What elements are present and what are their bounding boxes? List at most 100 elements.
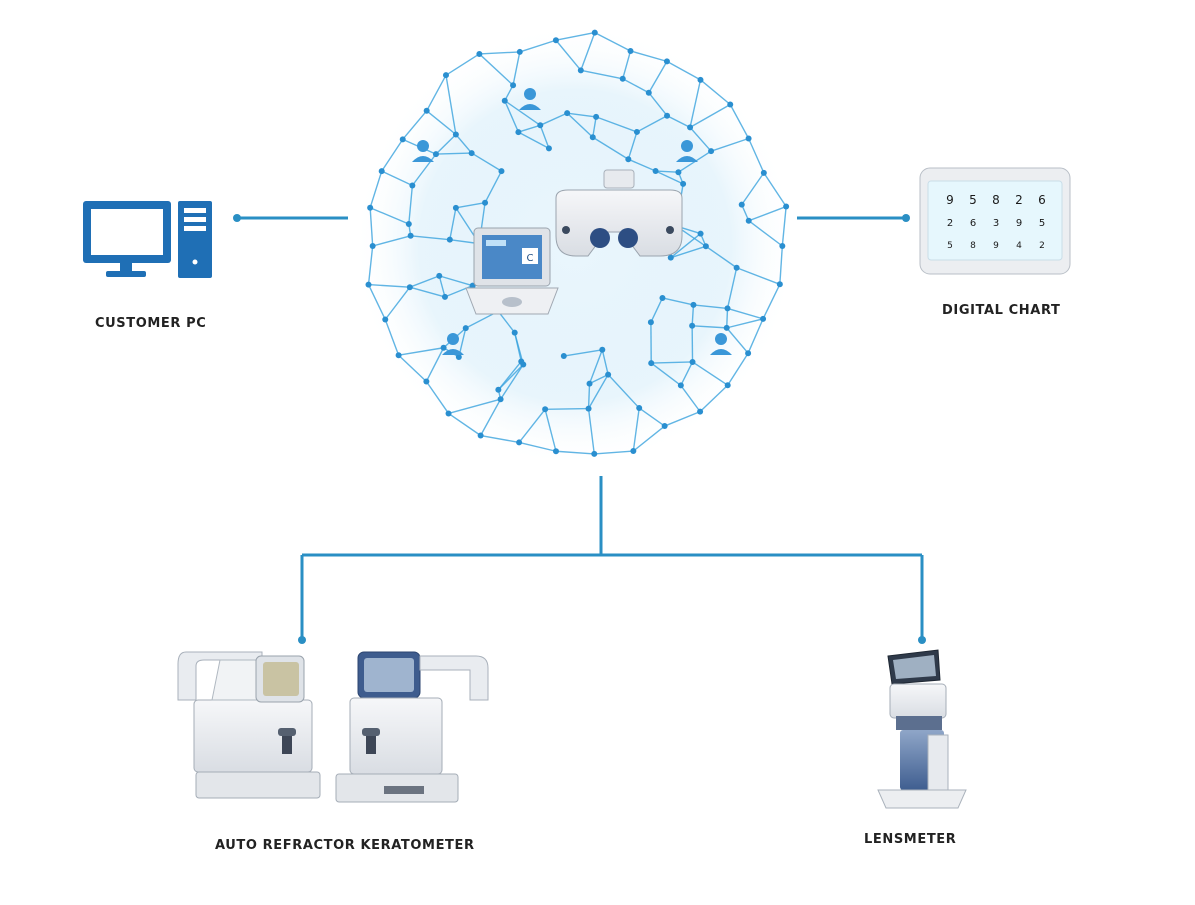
mesh-link xyxy=(512,51,521,86)
mesh-node xyxy=(659,294,666,301)
mesh-node xyxy=(577,67,584,74)
mesh-link xyxy=(426,110,457,136)
mesh-node xyxy=(497,396,504,403)
mesh-link xyxy=(650,297,664,323)
mesh-link xyxy=(594,450,634,455)
mesh-link xyxy=(587,374,609,409)
mesh-link xyxy=(692,325,727,329)
mesh-link xyxy=(408,185,414,225)
control-console-icon: C xyxy=(465,227,559,315)
mesh-link xyxy=(592,136,629,160)
mesh-link xyxy=(384,286,411,320)
mesh-link xyxy=(747,138,765,174)
mesh-node xyxy=(545,145,552,152)
auto-refractor-device xyxy=(177,651,321,799)
mesh-node xyxy=(652,168,659,175)
mesh-node xyxy=(689,358,696,365)
mesh-link xyxy=(680,384,701,413)
mesh-node xyxy=(675,169,682,176)
mesh-link xyxy=(484,170,503,204)
mesh-link xyxy=(689,79,702,128)
chart-digit: 4 xyxy=(1016,241,1022,251)
mesh-link xyxy=(601,349,609,375)
mesh-link xyxy=(567,112,597,118)
chart-digit: 6 xyxy=(970,218,976,229)
mesh-node xyxy=(552,448,559,455)
mesh-link xyxy=(587,408,595,455)
mesh-node xyxy=(680,180,687,187)
mesh-link xyxy=(627,131,638,160)
mesh-link xyxy=(504,100,520,133)
mesh-node xyxy=(423,378,430,385)
mesh-node xyxy=(399,136,406,143)
chart-digit: 6 xyxy=(1038,193,1046,207)
mesh-link xyxy=(518,441,557,452)
mesh-node xyxy=(446,236,453,243)
chart-digit: 9 xyxy=(1016,218,1022,229)
mesh-node xyxy=(697,76,704,83)
mesh-node xyxy=(542,406,549,413)
mesh-node xyxy=(593,113,600,120)
mesh-link xyxy=(518,131,550,149)
mesh-node xyxy=(406,284,413,291)
mesh-node xyxy=(625,156,632,163)
mesh-link xyxy=(497,310,516,334)
mesh-link xyxy=(409,286,446,298)
mesh-link xyxy=(628,158,656,172)
mesh-node xyxy=(436,272,443,279)
mesh-node xyxy=(760,169,767,176)
mesh-node xyxy=(745,217,752,224)
mesh-link xyxy=(762,283,781,320)
user-icon xyxy=(442,333,464,355)
digital-chart-label: DIGITAL CHART xyxy=(942,303,1061,318)
mesh-link xyxy=(594,31,631,52)
mesh-link xyxy=(480,398,502,436)
mesh-link xyxy=(448,398,501,415)
mesh-link xyxy=(693,304,728,310)
mesh-node xyxy=(599,346,606,353)
mesh-link xyxy=(726,267,738,309)
mesh-node xyxy=(452,204,459,211)
mesh-link xyxy=(691,304,695,326)
mesh-node xyxy=(552,37,559,44)
mesh-node xyxy=(677,382,684,389)
mesh-link xyxy=(781,206,787,247)
mesh-node xyxy=(591,29,598,36)
mesh-link xyxy=(438,275,446,298)
mesh-link xyxy=(748,220,783,247)
mesh-link xyxy=(381,138,404,172)
mesh-link xyxy=(518,408,546,443)
mesh-link xyxy=(539,125,550,149)
chart-digit: 2 xyxy=(1015,193,1023,207)
mesh-link xyxy=(648,92,668,117)
mesh-node xyxy=(560,353,567,360)
chart-digit: 3 xyxy=(993,218,999,229)
mesh-link xyxy=(726,318,764,329)
mesh-link xyxy=(710,137,749,152)
mesh-link xyxy=(648,61,668,94)
mesh-link xyxy=(588,349,603,384)
mesh-node xyxy=(462,325,469,332)
mesh-link xyxy=(479,51,520,55)
mesh-link xyxy=(595,116,638,133)
mesh-node xyxy=(647,319,654,326)
mesh-node xyxy=(690,301,697,308)
mesh-link xyxy=(381,170,413,187)
phoropter-icon xyxy=(555,169,683,257)
mesh-node xyxy=(498,168,505,175)
mesh-node xyxy=(468,150,475,157)
mesh-node xyxy=(627,47,634,54)
mesh-node xyxy=(395,352,402,359)
mesh-node xyxy=(745,135,752,142)
chart-digit: 9 xyxy=(946,193,954,207)
mesh-node xyxy=(663,58,670,65)
mesh-link xyxy=(411,153,437,186)
mesh-node xyxy=(724,305,731,312)
mesh-node xyxy=(724,382,731,389)
mesh-link xyxy=(545,407,589,411)
mesh-node xyxy=(661,423,668,430)
mesh-node xyxy=(510,82,517,89)
chart-digit: 5 xyxy=(969,193,977,207)
mesh-node xyxy=(591,450,598,457)
